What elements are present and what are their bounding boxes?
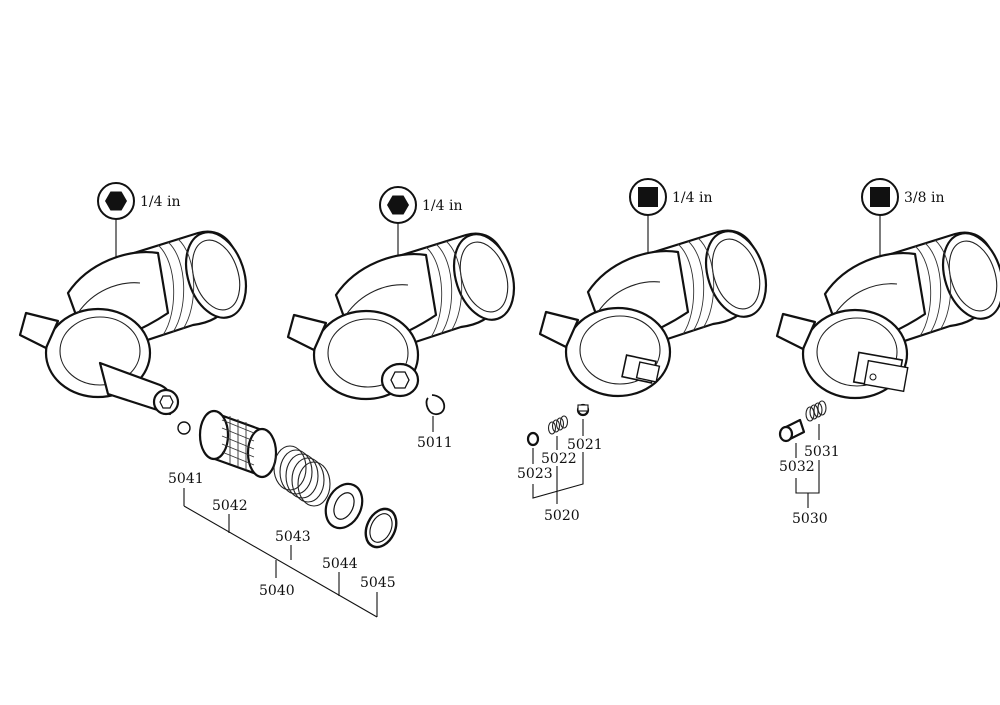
part-label-5021: 5021 bbox=[567, 437, 603, 453]
part-5043-spring bbox=[273, 445, 331, 507]
tool-1-hex-long-socket: 1/4 in bbox=[18, 182, 258, 416]
drive-size-label-1: 1/4 in bbox=[140, 194, 180, 210]
drive-size-label-3: 1/4 in bbox=[672, 190, 712, 206]
part-5042-knurled-sleeve bbox=[198, 409, 278, 479]
part-5031-spring bbox=[805, 400, 827, 422]
hex-drive-icon bbox=[97, 182, 135, 220]
square-drive-icon bbox=[629, 178, 667, 216]
part-label-5041: 5041 bbox=[168, 471, 204, 487]
part-label-5045: 5045 bbox=[360, 575, 396, 591]
part-5045-ring bbox=[364, 507, 398, 549]
parts-group-5040: 5041 5042 5043 5044 5045 5040 bbox=[168, 409, 398, 618]
part-label-5011: 5011 bbox=[417, 435, 453, 451]
tool-2-hex-short: 1/4 in 5011 bbox=[286, 186, 526, 451]
part-label-5043: 5043 bbox=[275, 529, 311, 545]
square-drive-icon bbox=[861, 178, 899, 216]
part-5022-spring bbox=[547, 415, 569, 435]
part-label-5020: 5020 bbox=[544, 508, 580, 524]
part-5044-washer bbox=[324, 482, 364, 530]
part-5032-detent bbox=[778, 418, 806, 443]
part-label-5040: 5040 bbox=[259, 583, 295, 599]
part-5023-pin bbox=[526, 431, 540, 447]
part-label-5042: 5042 bbox=[212, 498, 248, 514]
tool-3-square-quarter: 1/4 in 5021 5022 5023 5020 bbox=[517, 178, 778, 524]
part-label-5032: 5032 bbox=[779, 459, 815, 475]
part-5021-plunger bbox=[576, 403, 590, 417]
part-label-5023: 5023 bbox=[517, 466, 553, 482]
part-label-5031: 5031 bbox=[804, 444, 840, 460]
hex-drive-icon bbox=[379, 186, 417, 224]
drive-size-label-4: 3/8 in bbox=[904, 190, 944, 206]
part-label-5022: 5022 bbox=[541, 451, 577, 467]
part-5011-retaining-ring bbox=[425, 394, 446, 415]
drive-size-label-2: 1/4 in bbox=[422, 198, 462, 214]
part-5041-ball bbox=[177, 421, 191, 435]
part-label-5044: 5044 bbox=[322, 556, 358, 572]
part-label-5030: 5030 bbox=[792, 511, 828, 527]
tool-4-square-three-eighths: 3/8 in 5031 5032 5030 bbox=[775, 178, 1000, 527]
